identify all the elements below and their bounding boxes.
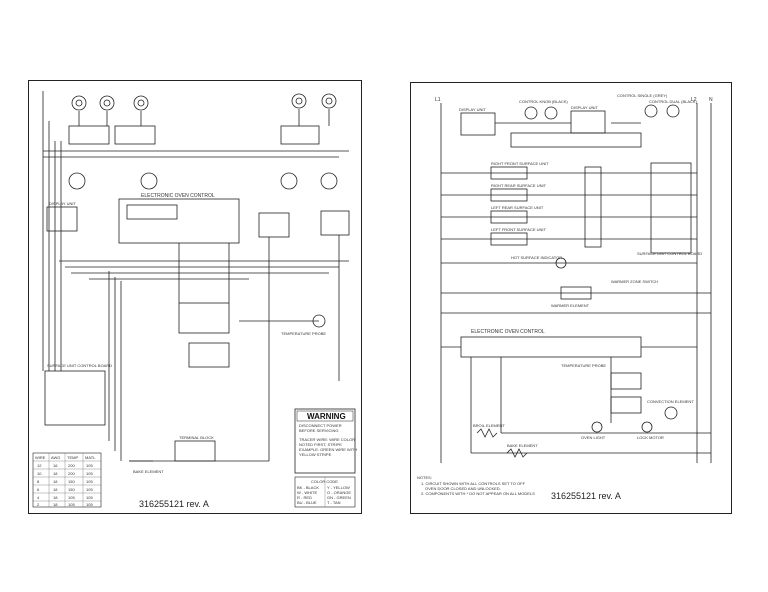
n-label: N	[709, 97, 713, 103]
wire-table-header-temp: TEMP	[67, 455, 78, 460]
warmer-element-label: WARMER ELEMENT	[551, 303, 590, 308]
color-code-entry: O - ORANGE	[327, 490, 351, 495]
wire-table-cell: 105	[68, 502, 75, 507]
wire-table-cell: 105	[86, 495, 93, 500]
wire-table-cell: 6	[37, 487, 40, 492]
notes-item: 1. CIRCUIT SHOWN WITH ALL CONTROLS SET T…	[421, 481, 526, 486]
wire-table-cell: 16	[53, 463, 58, 468]
electronic-oven-control-label: ELECTRONIC OVEN CONTROL	[471, 329, 545, 335]
wire-table-cell: 12	[37, 463, 42, 468]
wire-table-cell: 18	[53, 479, 58, 484]
convection-element-label: CONVECTION ELEMENT	[647, 399, 694, 404]
color-code-entry: R - RED	[297, 495, 312, 500]
color-code-entry: W - WHITE	[297, 490, 318, 495]
wire-table-cell: 10	[37, 471, 42, 476]
wire-table	[32, 452, 102, 508]
wire-table-cell: 105	[86, 471, 93, 476]
tracer-note-1: TRACER WIRE: WIRE COLOR	[299, 437, 355, 442]
wire-table-cell: 4	[37, 495, 40, 500]
oven-light-label: OVEN LIGHT	[581, 435, 606, 440]
wire-table-cell: 18	[53, 487, 58, 492]
wire-table-cell: 18	[53, 502, 58, 507]
wire-table-cell: 18	[53, 471, 58, 476]
right-schematic-diagram: L1 L2 N DISPLAY UNIT DISPLAY UNIT CONTRO…	[410, 82, 732, 514]
color-code-entry: Y - YELLOW	[327, 485, 350, 490]
wire-table-cell: 150	[68, 479, 75, 484]
wire-table-header-awg: AWG	[51, 455, 60, 460]
wire-table-cell: 8	[37, 479, 40, 484]
terminal-block-label: TERMINAL BLOCK	[179, 435, 214, 440]
warmer-zone-switch-label: WARMER ZONE SWITCH	[611, 279, 658, 284]
wire-table-cell: 18	[53, 495, 58, 500]
left-wiring-diagram: ELECTRONIC OVEN CONTROL SURFACE UNIT CON…	[28, 80, 362, 514]
temperature-probe-label: TEMPERATURE PROBE	[561, 363, 606, 368]
electronic-oven-control-label: ELECTRONIC OVEN CONTROL	[141, 193, 215, 199]
unit-label: LEFT FRONT SURFACE UNIT	[491, 227, 547, 232]
wire-table-cell: 105	[86, 479, 93, 484]
hot-surface-indicator-label: HOT SURFACE INDICATOR	[511, 255, 562, 260]
tracer-note-3: EXAMPLE: GREEN WIRE WITH	[299, 447, 357, 452]
l1-label: L1	[435, 97, 441, 103]
lock-motor-label: LOCK MOTOR	[637, 435, 664, 440]
wire-table-cell: 150	[68, 487, 75, 492]
warning-title: WARNING	[307, 412, 346, 421]
warning-line-1: DISCONNECT POWER	[299, 423, 342, 428]
left-diagram-text: ELECTRONIC OVEN CONTROL SURFACE UNIT CON…	[35, 193, 357, 509]
warning-line-2: BEFORE SERVICING	[299, 428, 339, 433]
control-knob-label: CONTROL KNOB (BLACK)	[519, 99, 568, 104]
temperature-probe-label: TEMPERATURE PROBE	[281, 331, 326, 336]
unit-label: RIGHT FRONT SURFACE UNIT	[491, 161, 549, 166]
notes-title: NOTES:	[417, 475, 432, 480]
tracer-note-4: YELLOW STRIPE	[299, 452, 332, 457]
notes-item: 2. COMPONENTS WITH * DO NOT APPEAR ON AL…	[421, 491, 535, 496]
right-diagram-text: L1 L2 N DISPLAY UNIT DISPLAY UNIT CONTRO…	[417, 93, 713, 501]
tracer-note-2: NOTED FIRST, STRIPE	[299, 442, 342, 447]
color-code-entry: T - TAN	[327, 500, 341, 505]
wire-table-header-matl: MATL	[85, 455, 96, 460]
surface-unit-control-board-label: SURFACE UNIT CONTROL BOARD	[47, 363, 112, 368]
broil-element-label: BROIL ELEMENT	[473, 423, 505, 428]
unit-label: LEFT REAR SURFACE UNIT	[491, 205, 544, 210]
display-unit-1-label: DISPLAY UNIT	[459, 107, 487, 112]
l2-label: L2	[691, 97, 697, 103]
color-code-entry: BU - BLUE	[297, 500, 317, 505]
color-code-entry: GN - GREEN	[327, 495, 351, 500]
color-code-table	[294, 476, 356, 508]
wire-table-cell: 2	[37, 502, 40, 507]
bake-element-label: BAKE ELEMENT	[133, 469, 164, 474]
notes-item: OVEN DOOR CLOSED AND UNLOCKED.	[425, 486, 501, 491]
wire-table-cell: 105	[68, 495, 75, 500]
wire-table-cell: 200	[68, 463, 75, 468]
color-code-entry: BK - BLACK	[297, 485, 319, 490]
right-part-number: 316255121 rev. A	[551, 491, 621, 501]
surface-unit-control-board-label: SURFACE UNIT CONTROL BOARD	[637, 251, 702, 256]
display-unit-label: DISPLAY UNIT	[49, 201, 77, 206]
display-unit-2-label: DISPLAY UNIT	[571, 105, 599, 110]
control-dual-label: CONTROL DUAL (BLACK)	[649, 99, 698, 104]
unit-label: RIGHT REAR SURFACE UNIT	[491, 183, 547, 188]
wire-table-cell: 200	[68, 471, 75, 476]
wire-table-header-wire: WIRE	[35, 455, 46, 460]
left-diagram-drawing	[32, 91, 356, 508]
right-diagram-drawing	[440, 103, 712, 463]
wire-table-cell: 105	[86, 487, 93, 492]
color-code-title: COLOR CODE	[311, 479, 338, 484]
wire-table-cell: 105	[86, 463, 93, 468]
wire-table-cell: 105	[86, 502, 93, 507]
left-part-number: 316255121 rev. A	[139, 499, 209, 509]
control-single-label: CONTROL SINGLE (GREY)	[617, 93, 668, 98]
bake-element-label: BAKE ELEMENT	[507, 443, 538, 448]
